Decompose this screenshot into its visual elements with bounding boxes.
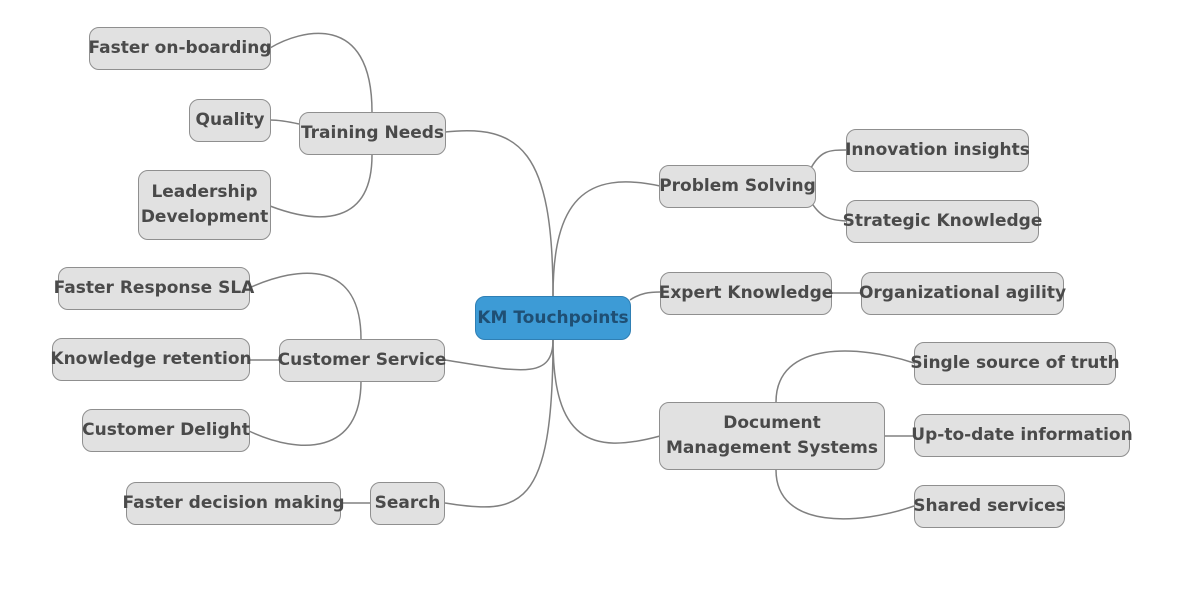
branch-document-management-systems[interactable]: Document Management Systems [659, 402, 885, 470]
link-root-expert-knowledge [629, 291, 661, 301]
leaf-label: Knowledge retention [50, 349, 252, 369]
link-training-leadership [269, 154, 373, 218]
leaf-label: Organizational agility [858, 283, 1067, 303]
leaf-shared-services[interactable]: Shared services [913, 485, 1066, 528]
link-dms-shared [775, 469, 915, 520]
branch-search[interactable]: Search [370, 482, 445, 525]
root-node[interactable]: KM Touchpoints [475, 296, 631, 340]
branch-label: Search [374, 493, 441, 513]
branch-label: Expert Knowledge [658, 283, 834, 303]
leaf-innovation-insights[interactable]: Innovation insights [845, 129, 1030, 172]
branch-label: Problem Solving [659, 176, 816, 196]
leaf-label: Customer Delight [82, 420, 250, 440]
link-ps-innovation [809, 149, 847, 171]
link-root-problem-solving [552, 181, 661, 297]
link-root-document-management [552, 339, 661, 444]
leaf-label: Leadership Development [140, 182, 269, 227]
link-root-search [444, 339, 554, 508]
link-cs-sla [248, 272, 362, 340]
leaf-organizational-agility[interactable]: Organizational agility [858, 272, 1067, 315]
leaf-label: Innovation insights [845, 140, 1030, 160]
leaf-leadership-development[interactable]: Leadership Development [138, 170, 271, 240]
leaf-label: Single source of truth [910, 353, 1120, 373]
link-cs-delight [248, 380, 362, 447]
branch-label: Document Management Systems [666, 413, 878, 458]
leaf-label: Faster decision making [122, 493, 345, 513]
link-root-customer-service [444, 339, 554, 371]
link-training-onboarding [269, 32, 373, 113]
root-label: KM Touchpoints [477, 307, 629, 328]
branch-label: Training Needs [300, 123, 445, 143]
leaf-faster-response-sla[interactable]: Faster Response SLA [54, 267, 254, 310]
leaf-label: Strategic Knowledge [842, 211, 1043, 231]
branch-customer-service[interactable]: Customer Service [277, 339, 447, 382]
branch-expert-knowledge[interactable]: Expert Knowledge [658, 272, 834, 315]
link-root-training-needs [444, 129, 554, 297]
leaf-faster-decision-making[interactable]: Faster decision making [123, 482, 345, 525]
leaf-strategic-knowledge[interactable]: Strategic Knowledge [843, 200, 1042, 243]
leaf-label: Shared services [913, 496, 1066, 516]
leaf-up-to-date-information[interactable]: Up-to-date information [911, 414, 1133, 457]
link-dms-truth [775, 350, 915, 403]
leaf-single-source-of-truth[interactable]: Single source of truth [910, 342, 1120, 385]
leaf-label: Faster Response SLA [53, 278, 255, 298]
branch-label: Customer Service [277, 350, 447, 370]
leaf-label: Faster on-boarding [88, 38, 272, 58]
leaf-label: Up-to-date information [911, 425, 1133, 445]
leaf-knowledge-retention[interactable]: Knowledge retention [50, 338, 252, 381]
link-training-quality [269, 119, 300, 125]
link-ps-strategic [809, 199, 847, 222]
leaf-customer-delight[interactable]: Customer Delight [82, 409, 250, 452]
leaf-quality[interactable]: Quality [189, 99, 271, 142]
branch-problem-solving[interactable]: Problem Solving [659, 165, 816, 208]
leaf-faster-onboarding[interactable]: Faster on-boarding [88, 27, 272, 70]
leaf-label: Quality [195, 110, 265, 130]
branch-training-needs[interactable]: Training Needs [299, 112, 446, 155]
